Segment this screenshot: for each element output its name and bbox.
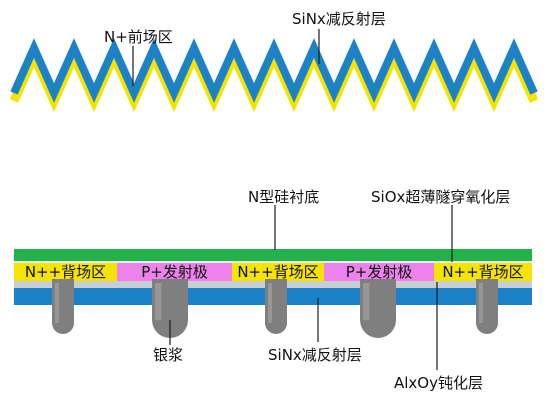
electrode-highlight bbox=[479, 283, 483, 323]
n-back-field-region bbox=[434, 263, 532, 281]
label-sinx-top: SiNx减反射层 bbox=[292, 10, 386, 28]
n-back-field-region bbox=[232, 263, 324, 281]
front-textured-surface bbox=[9, 38, 539, 113]
siox-tunnel-oxide-layer bbox=[14, 261, 532, 263]
label-n-back-field: N++背场区 bbox=[237, 263, 319, 281]
label-alxoy: AlxOy钝化层 bbox=[394, 374, 483, 392]
n-type-silicon-substrate bbox=[14, 249, 532, 261]
label-p-emitter: P+发射极 bbox=[345, 263, 413, 281]
label-siox-tunnel: SiOx超薄隧穿氧化层 bbox=[371, 188, 511, 206]
label-n-back-field: N++背场区 bbox=[24, 263, 107, 281]
electrode-highlight bbox=[155, 283, 162, 320]
label-p-emitter: P+发射极 bbox=[141, 263, 208, 281]
p-emitter-region bbox=[324, 263, 434, 281]
label-n-back-field: N++背场区 bbox=[442, 263, 524, 281]
label-silver-paste: 银浆 bbox=[153, 346, 184, 364]
n-back-field-region bbox=[14, 263, 117, 281]
doped-region-row bbox=[14, 263, 532, 281]
silver-paste-electrodes bbox=[52, 279, 498, 338]
electrode-highlight bbox=[268, 283, 272, 323]
rear-structure bbox=[14, 249, 532, 338]
electrode-highlight bbox=[363, 283, 370, 320]
p-emitter-region bbox=[117, 263, 232, 281]
label-sinx-bottom: SiNx减反射层 bbox=[268, 346, 362, 364]
label-n-type-substrate: N型硅衬底 bbox=[248, 188, 320, 206]
sinx-antireflection-layer-top bbox=[10, 38, 538, 103]
label-n-front-field: N+前场区 bbox=[104, 28, 173, 46]
electrode-highlight bbox=[55, 283, 59, 323]
